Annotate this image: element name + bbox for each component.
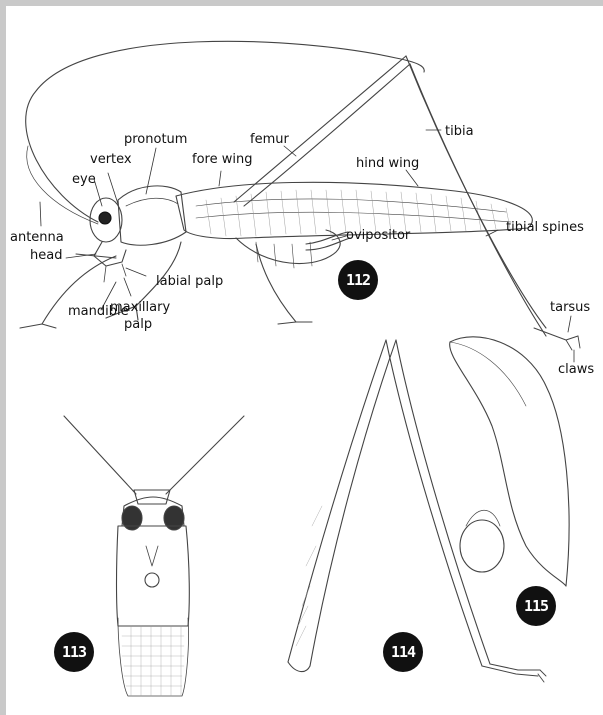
label-head: head <box>30 248 62 263</box>
illustration-plate: pronotum vertex eye femur fore wing tibi… <box>6 6 603 715</box>
label-hind-wing: hind wing <box>356 156 419 171</box>
figure-113-badge: 113 <box>54 632 94 672</box>
insect-illustrations <box>6 6 603 715</box>
label-pronotum: pronotum <box>124 132 187 147</box>
label-eye: eye <box>72 172 96 187</box>
label-claws: claws <box>558 362 594 377</box>
katydid-hind-leg <box>288 340 546 682</box>
label-maxillary: maxillary <box>110 300 170 315</box>
label-ovipositor: ovipositor <box>346 228 410 243</box>
label-tarsus: tarsus <box>550 300 590 315</box>
label-antenna: antenna <box>10 230 64 245</box>
label-femur: femur <box>250 132 289 147</box>
figure-114-badge: 114 <box>383 632 423 672</box>
katydid-ovipositor <box>450 337 569 586</box>
figure-115-badge: 115 <box>516 586 556 626</box>
label-palp: palp <box>124 317 152 332</box>
label-vertex: vertex <box>90 152 132 167</box>
label-labial-palp: labial palp <box>156 274 223 289</box>
label-tibia: tibia <box>445 124 474 139</box>
label-fore-wing: fore wing <box>192 152 252 167</box>
label-tibial-spines: tibial spines <box>506 220 584 235</box>
figure-112-badge: 112 <box>338 260 378 300</box>
